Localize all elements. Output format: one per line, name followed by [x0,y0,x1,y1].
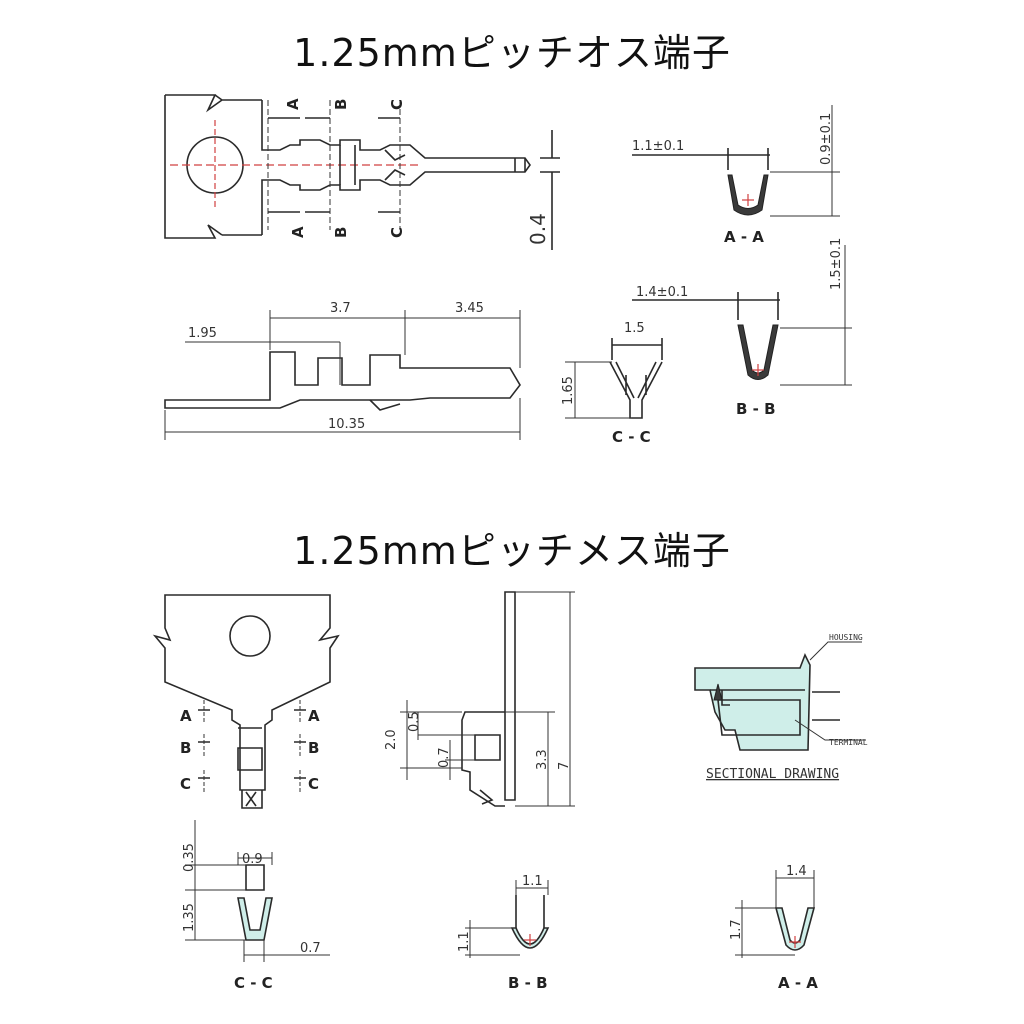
dim-f-2-0: 2.0 [384,729,399,750]
dim-3-45: 3.45 [455,301,484,316]
label-f-section-bb: B - B [508,974,548,992]
dim-fcc-0-7: 0.7 [300,941,321,956]
dim-total-length: 10.35 [328,417,365,432]
female-section-cc: 0.35 1.35 0.9 0.7 C - C [182,820,330,992]
male-top-view: A B C A B C 0.4 [164,94,560,250]
male-section-cc: 1.5 1.65 C - C [561,321,663,446]
dim-f-3-3: 3.3 [535,749,550,770]
f-section-mark-c-right: C [308,775,319,793]
label-section-bb: B - B [736,400,776,418]
dim-aa-width: 1.1±0.1 [632,139,684,154]
section-mark-b-bottom: B [332,227,350,238]
dim-3-7: 3.7 [330,301,351,316]
female-section-bb: 1.1 1.1 B - B [457,874,550,992]
dim-fcc-0-9: 0.9 [242,852,263,867]
section-mark-b-top: B [332,99,350,110]
male-section-bb: 1.4±0.1 1.5±0.1 B - B [632,238,852,418]
male-side-view: 10.35 3.7 3.45 1.95 [164,301,521,440]
label-terminal: TERMINAL [829,738,868,747]
dim-faa-1-4: 1.4 [786,864,807,879]
sectional-drawing-caption: SECTIONAL DRAWING [706,767,839,782]
dim-aa-height: 0.9±0.1 [819,113,834,165]
section-mark-a-top: A [284,98,302,110]
dim-fcc-0-35: 0.35 [182,843,197,872]
dim-f-7: 7 [557,762,572,770]
label-section-cc: C - C [612,428,651,446]
dim-bb-height: 1.5±0.1 [829,238,844,290]
label-housing: HOUSING [829,633,863,642]
female-side-view: 7 3.3 2.0 0.5 0.7 [384,591,575,807]
dim-cc-width: 1.5 [624,321,645,336]
sectional-drawing: HOUSING TERMINAL SECTIONAL DRAWING [694,633,868,782]
section-mark-a-bottom: A [289,226,307,238]
section-mark-c-bottom: C [388,227,406,238]
dim-cc-height: 1.65 [561,376,576,405]
dim-faa-1-7: 1.7 [729,919,744,940]
label-f-section-aa: A - A [778,974,818,992]
f-section-mark-b-right: B [308,739,319,757]
f-section-mark-c-left: C [180,775,191,793]
dim-fcc-1-35: 1.35 [182,903,197,932]
dim-fbb-1-1w: 1.1 [522,874,543,889]
dim-bb-width: 1.4±0.1 [636,285,688,300]
dim-1-95: 1.95 [188,326,217,341]
female-terminal-title: 1.25mmピッチメス端子 [293,529,731,573]
male-section-aa: 1.1±0.1 0.9±0.1 A - A [632,105,840,246]
f-section-mark-a-left: A [180,707,192,725]
female-section-aa: 1.4 1.7 A - A [729,864,818,992]
f-section-mark-a-right: A [308,707,320,725]
female-top-view: A A B B C C [152,594,340,809]
dim-f-0-5: 0.5 [407,711,422,732]
label-f-section-cc: C - C [234,974,273,992]
dim-f-0-7: 0.7 [437,747,452,768]
label-section-aa: A - A [724,228,764,246]
f-section-mark-b-left: B [180,739,191,757]
male-terminal-title: 1.25mmピッチオス端子 [293,31,731,75]
dim-fbb-1-1h: 1.1 [457,931,472,952]
dim-pin-thickness: 0.4 [526,213,550,245]
section-mark-c-top: C [388,99,406,110]
